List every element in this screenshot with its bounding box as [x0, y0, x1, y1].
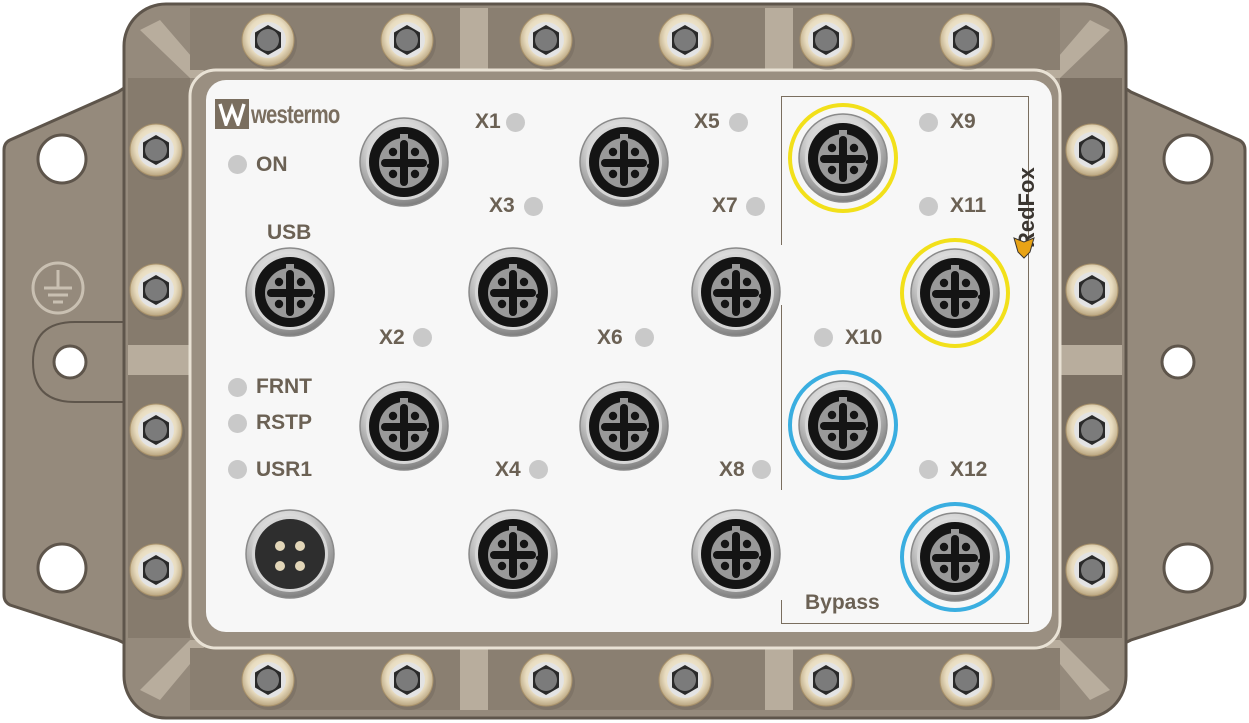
redfox-icon — [1013, 237, 1035, 259]
port-label-x5: X5 — [694, 110, 720, 133]
port-label-x6: X6 — [597, 326, 623, 349]
port-x11[interactable] — [909, 247, 1001, 339]
led-x10 — [814, 328, 833, 347]
ring-blue-x10 — [788, 370, 898, 480]
led-x9 — [919, 113, 938, 132]
port-label-x9: X9 — [950, 110, 976, 133]
led-rstp — [228, 414, 247, 433]
led-x4 — [529, 460, 548, 479]
usb-port[interactable] — [244, 246, 336, 338]
port-x5[interactable] — [578, 116, 670, 208]
led-x1 — [506, 113, 525, 132]
port-x9[interactable] — [797, 112, 889, 204]
port-label-x2: X2 — [379, 326, 405, 349]
bypass-label: Bypass — [805, 591, 880, 614]
port-x12[interactable] — [909, 511, 1001, 603]
port-x3[interactable] — [467, 246, 559, 338]
port-label-x12: X12 — [950, 458, 988, 481]
led-frnt — [228, 378, 247, 397]
port-label-x11: X11 — [950, 194, 987, 217]
port-label-x8: X8 — [719, 458, 745, 481]
led-label-frnt: FRNT — [256, 375, 312, 398]
led-label-rstp: RSTP — [256, 411, 313, 434]
led-x8 — [752, 460, 771, 479]
led-x12 — [919, 460, 938, 479]
usb-label: USB — [267, 221, 312, 244]
port-x4[interactable] — [467, 508, 559, 600]
ring-yellow-x11 — [900, 238, 1010, 348]
port-x8[interactable] — [690, 508, 782, 600]
svg-text:RedFox: RedFox — [1014, 167, 1038, 248]
port-x2[interactable] — [358, 380, 450, 472]
led-on — [228, 155, 247, 174]
led-x5 — [729, 113, 748, 132]
port-label-x1: X1 — [475, 110, 501, 133]
led-x11 — [919, 197, 938, 216]
westermo-logo-icon — [215, 99, 249, 129]
led-label-on: ON — [256, 153, 288, 176]
ring-yellow-x9 — [788, 103, 898, 213]
led-usr1 — [228, 460, 247, 479]
port-x6[interactable] — [578, 380, 670, 472]
power-connector[interactable] — [244, 508, 336, 600]
westermo-logo: westermo — [215, 98, 364, 130]
port-label-x4: X4 — [495, 458, 521, 481]
port-x10[interactable] — [797, 379, 889, 471]
port-label-x7: X7 — [712, 194, 738, 217]
led-x2 — [413, 328, 432, 347]
led-x3 — [524, 197, 543, 216]
bypass-group-frame — [781, 96, 1029, 624]
port-x7[interactable] — [690, 246, 782, 338]
brand-text: westermo — [251, 98, 340, 129]
port-x1[interactable] — [358, 116, 450, 208]
port-label-x10: X10 — [845, 326, 883, 349]
led-label-usr1: USR1 — [256, 458, 313, 481]
redfox-logo: RedFox — [1012, 130, 1039, 260]
port-label-x3: X3 — [489, 194, 515, 217]
led-x6 — [635, 328, 654, 347]
ring-blue-x12 — [900, 502, 1010, 612]
led-x7 — [746, 197, 765, 216]
